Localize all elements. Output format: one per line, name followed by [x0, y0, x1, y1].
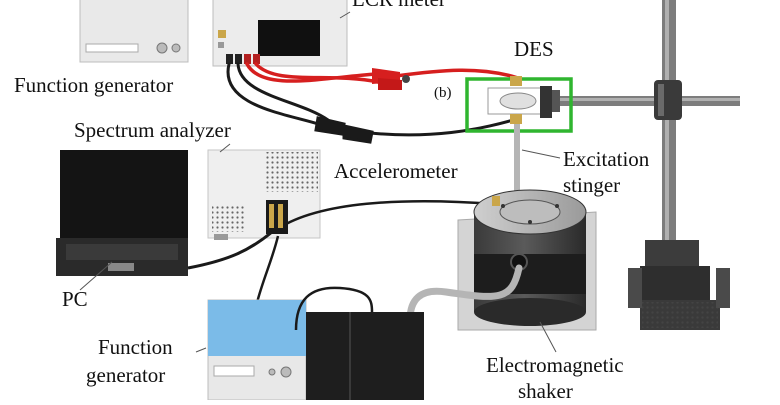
- function-generator-bottom: [195, 299, 307, 401]
- lcr-meter: [212, 0, 348, 67]
- function-generator-top: [79, 0, 189, 63]
- label-electromagnetic: Electromagnetic: [486, 353, 624, 377]
- generator-to-amplifier-cable: [294, 286, 374, 331]
- label-function-bottom: Function: [98, 335, 173, 359]
- pc-laptop: [56, 150, 188, 291]
- label-lcr-meter: LCR meter: [352, 0, 446, 11]
- spectrum-analyzer: [207, 143, 321, 240]
- lcr-black-leads: [226, 62, 522, 144]
- pc-cable: [187, 230, 273, 270]
- label-shaker: shaker: [518, 379, 573, 400]
- support-stand: [560, 0, 740, 330]
- electromagnetic-shaker: [457, 189, 597, 353]
- label-spectrum-analyzer: Spectrum analyzer: [74, 118, 231, 142]
- lcr-red-leads: [245, 62, 520, 90]
- des-assembly: [465, 76, 573, 133]
- label-function-generator-top: Function generator: [14, 73, 173, 97]
- label-pc: PC: [62, 287, 88, 311]
- excitation-stinger: [514, 124, 561, 206]
- label-accelerometer: Accelerometer: [334, 159, 458, 183]
- label-generator-bottom: generator: [86, 363, 165, 387]
- shaker-cable: [406, 264, 523, 324]
- accelerometer-cable: [285, 199, 497, 226]
- label-excitation: Excitation: [563, 147, 650, 171]
- power-amplifier: [306, 312, 424, 400]
- label-stinger: stinger: [563, 173, 620, 197]
- label-panel-b: (b): [434, 85, 452, 101]
- label-des: DES: [514, 37, 554, 61]
